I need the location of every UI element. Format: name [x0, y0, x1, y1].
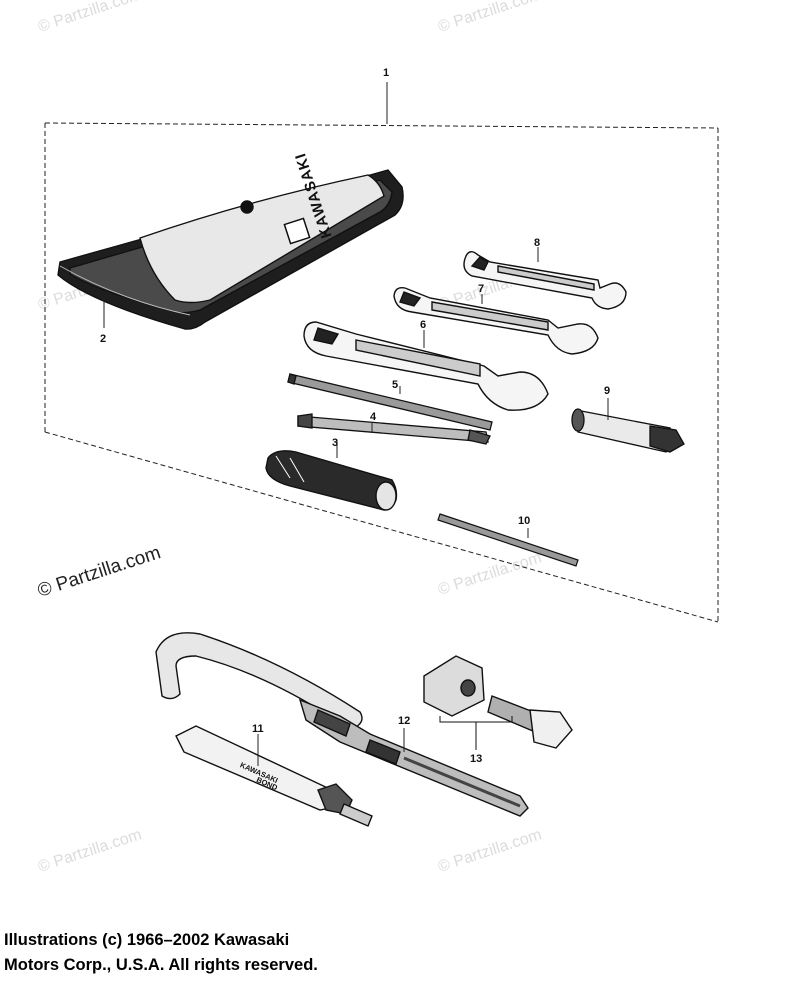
callout-1: 1 — [383, 67, 389, 79]
callout-2: 2 — [100, 333, 106, 345]
watermark: © Partzilla.com — [36, 826, 144, 875]
nut-and-bolt-13 — [423, 655, 573, 750]
bond-tube-11: KAWASAKI BOND — [175, 725, 373, 827]
callout-4: 4 — [370, 411, 377, 423]
callout-6: 6 — [420, 319, 426, 331]
callout-8: 8 — [534, 237, 540, 249]
wrench-7 — [393, 286, 599, 355]
callout-7: 7 — [478, 283, 484, 295]
kit-boundary — [44, 122, 719, 623]
wrench-6 — [303, 321, 549, 411]
watermark: © Partzilla.com — [436, 549, 544, 598]
copyright-line-2: Motors Corp., U.S.A. All rights reserved… — [4, 956, 318, 974]
wrench-8 — [463, 251, 627, 310]
callout-13: 13 — [470, 753, 482, 765]
callout-11: 11 — [252, 723, 264, 735]
screwdriver-5 — [287, 373, 493, 431]
watermark-prominent: © Partzilla.com — [35, 542, 163, 602]
spark-plug-tool-12 — [155, 632, 529, 817]
screwdriver-4 — [297, 413, 491, 445]
callout-5: 5 — [392, 379, 398, 391]
bag-button-icon — [240, 200, 254, 214]
callout-numbers: 1 2 3 4 5 6 7 8 9 10 11 12 13 — [100, 67, 610, 765]
callout-10: 10 — [518, 515, 530, 527]
socket-wrench-9 — [571, 408, 685, 453]
bag-logo-icon — [283, 217, 311, 245]
tool-bag: KAWASAKI — [57, 151, 404, 330]
tommy-bar-10 — [437, 513, 579, 567]
copyright-line-1: Illustrations (c) 1966–2002 Kawasaki — [4, 931, 290, 949]
leader-lines — [103, 247, 609, 766]
callout-12: 12 — [398, 715, 410, 727]
screwdriver-handle-3 — [265, 450, 398, 511]
callout-3: 3 — [332, 437, 338, 449]
watermark: © Partzilla.com — [36, 0, 144, 36]
watermark: © Partzilla.com — [436, 826, 544, 875]
watermark: © Partzilla.com — [436, 0, 544, 36]
callout-9: 9 — [604, 385, 610, 397]
copyright-notice: Illustrations (c) 1966–2002 Kawasaki Mot… — [4, 928, 424, 978]
